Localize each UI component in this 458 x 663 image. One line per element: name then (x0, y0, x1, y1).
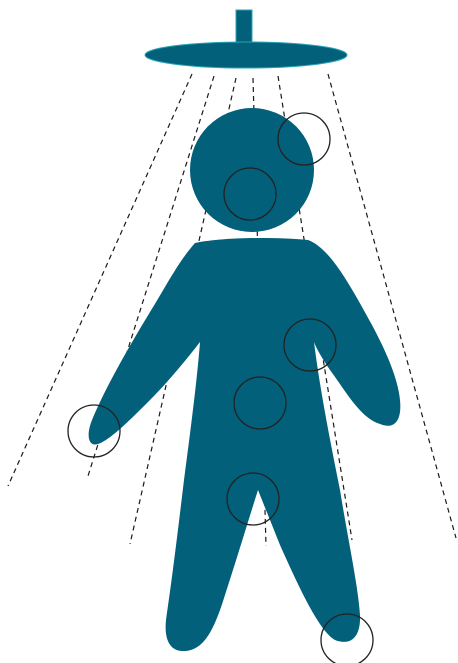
person-silhouette-icon (89, 108, 401, 651)
person-body (89, 238, 401, 651)
person-head (190, 108, 314, 232)
shower-head-icon (145, 10, 347, 68)
shower-head-disc (145, 42, 347, 68)
